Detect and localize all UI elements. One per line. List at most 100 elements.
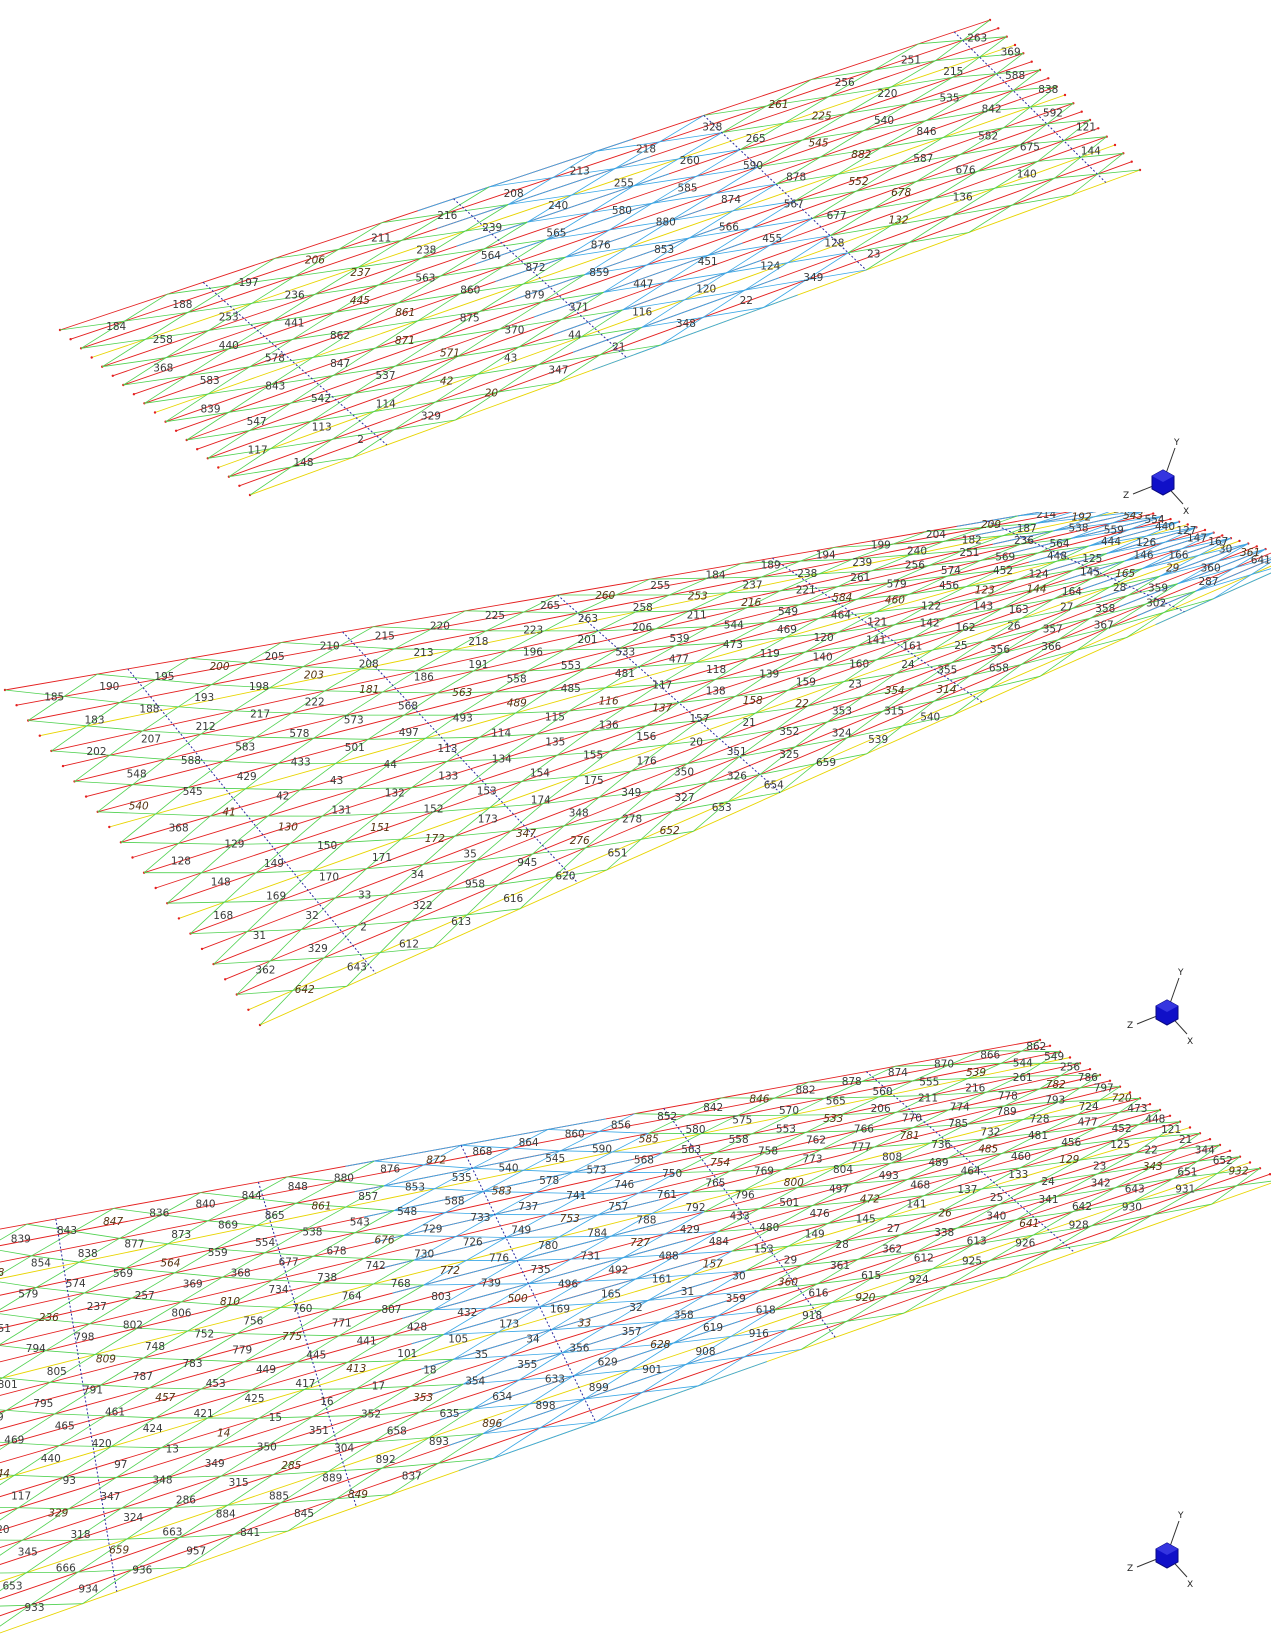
mesh-diagonal-line (314, 240, 402, 295)
mesh-diagonal-line (179, 1474, 274, 1538)
mesh-number-label: 899 (589, 1382, 609, 1394)
mesh-number-label: 205 (265, 651, 285, 663)
mesh-diagonal-line (669, 590, 781, 596)
mesh-number-label: 931 (1175, 1184, 1195, 1196)
mesh-number-label: 793 (1045, 1094, 1065, 1106)
mesh-number-label: 203 (304, 670, 324, 682)
mesh-diagonal-line (808, 1080, 914, 1083)
mesh-number-label: 445 (350, 295, 370, 307)
mesh-number-label: 728 (1030, 1114, 1050, 1126)
mesh-number-label: 957 (186, 1546, 206, 1558)
mesh-number-label: 616 (503, 893, 523, 905)
mesh-number-label: 114 (491, 727, 511, 739)
mesh-number-label: 676 (375, 1234, 395, 1246)
mesh-number-label: 16 (320, 1396, 334, 1408)
mesh-number-label: 741 (566, 1190, 586, 1202)
mesh-number-label: 28 (1113, 582, 1126, 594)
mesh-diagonal-line (59, 1387, 150, 1446)
mesh-diagonal-line (388, 884, 499, 896)
mesh-number-label: 885 (269, 1490, 289, 1502)
mesh-diagonal-line (207, 402, 292, 459)
mesh-number-label: 351 (727, 746, 747, 758)
mesh-number-label: 651 (1177, 1166, 1197, 1178)
mesh-diagonal-line (265, 1388, 357, 1447)
mesh-blue-segment (364, 1158, 633, 1218)
mesh-number-label: 347 (516, 828, 536, 840)
mesh-diagonal-line (649, 576, 761, 580)
mesh-diagonal-line (4, 689, 120, 703)
mesh-number-label: 634 (492, 1391, 512, 1403)
mesh-number-label: 29 (1166, 563, 1180, 575)
mesh-number-label: 340 (986, 1211, 1006, 1223)
mesh-blue-segment (1064, 532, 1214, 581)
mesh-number-label: 150 (317, 840, 337, 852)
mesh-number-label: 540 (920, 711, 940, 723)
mesh-diagonal-line (841, 1109, 949, 1115)
mesh-diagonal-line (457, 670, 528, 716)
mesh-diagonal-line (857, 629, 966, 647)
mesh-number-label: 14 (217, 1428, 230, 1440)
mesh-diagonal-line (767, 659, 877, 675)
mesh-diagonal-line (1035, 553, 1107, 590)
mesh-number-label: 326 (727, 770, 747, 782)
mesh-diagonal-line (638, 626, 709, 668)
mesh-blue-segment (1010, 515, 1162, 554)
axis-triad: YZX (1123, 438, 1189, 517)
mesh-longitudinal-line (91, 44, 1016, 358)
mesh-diagonal-line (125, 1220, 208, 1269)
mesh-number-label: 441 (284, 317, 304, 329)
mesh-diagonal-line (190, 929, 302, 934)
mesh-diagonal-line (436, 650, 508, 694)
mesh-number-label: 261 (769, 99, 789, 111)
mesh-number-label: 258 (153, 334, 173, 346)
mesh-node-dot (1048, 1044, 1052, 1048)
mesh-diagonal-line (187, 258, 275, 313)
mesh-diagonal-line (841, 1080, 914, 1115)
mesh-diagonal-line (1021, 637, 1127, 665)
mesh-number-label: 260 (595, 590, 615, 602)
mesh-node-dot (1128, 1091, 1132, 1094)
mesh-diagonal-line (346, 920, 412, 987)
mesh-longitudinal-line (0, 1150, 1231, 1549)
mesh-diagonal-line (164, 710, 234, 760)
mesh-diagonal-line (393, 1210, 495, 1215)
mesh-number-label: 884 (216, 1508, 236, 1520)
axis-cube-top-icon (1156, 1543, 1178, 1555)
mesh-number-label: 659 (109, 1545, 129, 1557)
mesh-diagonal-line (610, 738, 720, 752)
mesh-number-label: 736 (931, 1139, 951, 1151)
mesh-node-dot (69, 338, 72, 341)
mesh-number-label: 198 (249, 681, 269, 693)
mesh-number-label: 857 (358, 1191, 378, 1203)
mesh-diagonal-line (688, 576, 762, 612)
mesh-diagonal-line (355, 1334, 444, 1390)
mesh-number-label: 543 (350, 1216, 370, 1228)
mesh-diagonal-line (119, 657, 190, 703)
mesh-node-dot (1152, 512, 1155, 515)
mesh-diagonal-line (255, 815, 323, 874)
mesh-number-label: 357 (622, 1326, 642, 1338)
mesh-diagonal-line (1039, 1062, 1081, 1090)
mesh-diagonal-line (998, 553, 1107, 571)
mesh-diagonal-line (973, 1196, 1056, 1245)
mesh-number-label: 155 (583, 749, 603, 761)
mesh-transverse-line (703, 115, 867, 271)
mesh-node-dot (1063, 93, 1067, 97)
mesh-diagonal-line (331, 383, 416, 440)
mesh-number-label: 440 (219, 340, 239, 352)
mesh-number-label: 425 (245, 1393, 265, 1405)
mesh-number-label: 97 (114, 1459, 127, 1471)
mesh-number-label: 809 (96, 1354, 116, 1366)
mesh-diagonal-line (411, 781, 522, 789)
mesh-node-dot (1255, 545, 1259, 548)
mesh-diagonal-line (233, 710, 347, 716)
mesh-diagonal-line (498, 869, 607, 885)
mesh-diagonal-line (1211, 1167, 1261, 1205)
mesh-diagonal-line (505, 1193, 586, 1238)
mesh-number-label: 329 (48, 1508, 68, 1520)
mesh-number-label: 421 (194, 1408, 214, 1420)
mesh-diagonal-line (322, 811, 434, 817)
mesh-number-label: 353 (832, 705, 852, 717)
mesh-longitudinal-line (0, 1068, 1091, 1313)
mesh-diagonal-line (1053, 516, 1162, 532)
